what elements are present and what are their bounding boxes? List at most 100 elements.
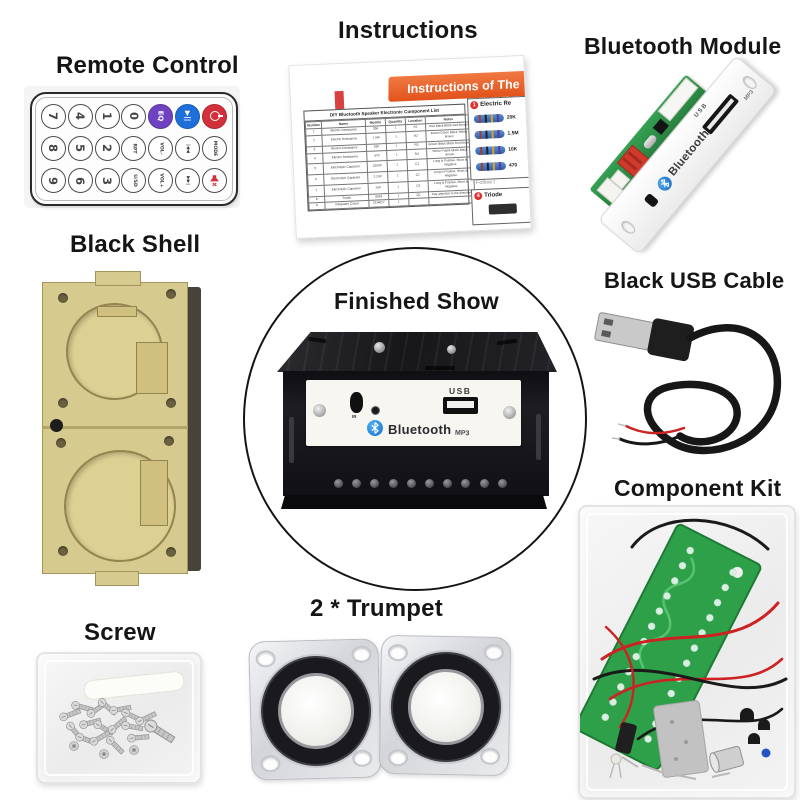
mute-icon bbox=[210, 175, 219, 187]
screw bbox=[89, 730, 111, 746]
prev-icon: |◀◀ bbox=[185, 144, 191, 153]
wire-black bbox=[618, 434, 682, 446]
module-front-panel: Bluetooth USB MP3 bbox=[597, 55, 778, 255]
component-kit-label: Component Kit bbox=[614, 475, 782, 501]
mount-hole bbox=[387, 643, 409, 662]
case-screw bbox=[479, 479, 489, 488]
resistor-graphic bbox=[475, 145, 506, 156]
speaker-cone bbox=[407, 668, 485, 746]
resistor-graphic bbox=[474, 129, 505, 140]
shell-tab-bottom bbox=[95, 571, 139, 586]
case-screw bbox=[334, 479, 343, 488]
screw bbox=[121, 721, 144, 732]
chip bbox=[652, 118, 669, 135]
status-led bbox=[371, 406, 380, 415]
finished-show-circle bbox=[243, 247, 587, 591]
trumpet-label: 2 * Trumpet bbox=[310, 595, 443, 622]
resistor-value: 10K bbox=[508, 146, 518, 153]
usb-plug bbox=[594, 312, 694, 362]
module-usb-label: USB bbox=[693, 101, 710, 119]
nut bbox=[69, 741, 79, 751]
triode-image bbox=[488, 203, 517, 215]
capacitor bbox=[615, 722, 637, 754]
remote-button-EQ: EQ bbox=[148, 103, 174, 129]
shell-cut-rect bbox=[136, 342, 168, 394]
follow-note: - Follow t bbox=[472, 179, 496, 187]
resistor-guide-box: 1 Electric Re 20K 1.5M 10K 470 bbox=[466, 95, 532, 181]
instructions-sheet: Instructions of The DIY Bluetooth Speake… bbox=[288, 54, 532, 240]
screw bbox=[144, 719, 176, 744]
bluetooth-logo-icon bbox=[367, 420, 383, 436]
shell-screw-hole bbox=[166, 289, 176, 299]
shell-screw-hole bbox=[164, 436, 174, 446]
instructions-label: Instructions bbox=[338, 17, 478, 44]
shell-black-hole bbox=[50, 419, 63, 432]
remote-button-6: 6 bbox=[67, 168, 93, 194]
section-number-badge: 1 bbox=[470, 100, 479, 110]
remote-button-1: 1 bbox=[94, 103, 120, 129]
remote-button-5: 5 bbox=[67, 135, 93, 161]
ir-label: IR bbox=[352, 414, 357, 419]
case-screw bbox=[352, 479, 362, 488]
remote-button-power-icon bbox=[202, 103, 228, 129]
foam-block bbox=[653, 700, 709, 778]
shell-slot bbox=[97, 306, 137, 317]
resistor-graphic bbox=[475, 161, 507, 172]
kit-wires bbox=[592, 518, 788, 741]
remote-button-MODE: MODE bbox=[202, 135, 228, 161]
remote-button-4: 4 bbox=[67, 103, 93, 129]
metal-pins bbox=[621, 756, 731, 780]
usb-cable bbox=[594, 312, 782, 455]
resistor-row: 10K bbox=[475, 145, 518, 156]
remote-button-7: 7 bbox=[40, 103, 66, 129]
cable-coil bbox=[643, 324, 782, 455]
resistor-value: 470 bbox=[508, 162, 518, 169]
case-screw bbox=[425, 479, 434, 488]
mount-hole bbox=[387, 749, 409, 767]
top-screw-knob bbox=[447, 345, 456, 354]
shell-seam bbox=[42, 426, 188, 429]
wire-red bbox=[624, 424, 686, 435]
nut bbox=[99, 749, 109, 759]
bluetooth-module-label: Bluetooth Module bbox=[584, 33, 782, 59]
screw-label: Screw bbox=[84, 619, 156, 646]
screw bbox=[135, 711, 157, 726]
mount-hole bbox=[483, 643, 505, 662]
shell-screw-hole bbox=[58, 398, 68, 408]
screw-bag bbox=[36, 652, 202, 784]
mount-hole bbox=[255, 650, 276, 668]
case-screw bbox=[370, 479, 380, 488]
resistor-row: 470 bbox=[475, 161, 518, 172]
remote-button-0: 0 bbox=[121, 103, 147, 129]
black-shell-label: Black Shell bbox=[70, 231, 201, 258]
remote-button-3: 3 bbox=[94, 168, 120, 194]
resistor-row: 20K bbox=[473, 113, 516, 124]
blue-bead bbox=[761, 748, 771, 758]
triode-guide-title: Triode bbox=[484, 192, 503, 199]
case-screw bbox=[497, 479, 507, 488]
module-mp3-label: MP3 bbox=[743, 89, 756, 102]
shell-screw-hole bbox=[166, 398, 176, 408]
ir-receiver-window bbox=[643, 192, 660, 209]
speaker-box-base bbox=[281, 495, 547, 509]
remote-button-mute-icon bbox=[202, 168, 228, 194]
resistor-guide-title: Electric Re bbox=[480, 100, 512, 108]
led-part bbox=[609, 753, 622, 779]
mount-slot bbox=[618, 218, 638, 237]
case-screw bbox=[388, 479, 398, 488]
section-number-badge: 4 bbox=[474, 191, 483, 201]
plastic-standoff bbox=[83, 671, 185, 700]
mount-hole bbox=[351, 645, 372, 664]
component-kit-bag bbox=[578, 505, 796, 799]
power-icon bbox=[209, 111, 223, 122]
trumpet-speaker-left bbox=[248, 638, 382, 781]
remote-button-8: 8 bbox=[40, 135, 66, 161]
panel-screw bbox=[503, 406, 516, 419]
resistor-row: 1.5M bbox=[474, 129, 519, 140]
transistors bbox=[740, 708, 770, 744]
screw-pile bbox=[59, 698, 176, 759]
panel-screw bbox=[313, 404, 326, 417]
microphone bbox=[709, 745, 744, 773]
